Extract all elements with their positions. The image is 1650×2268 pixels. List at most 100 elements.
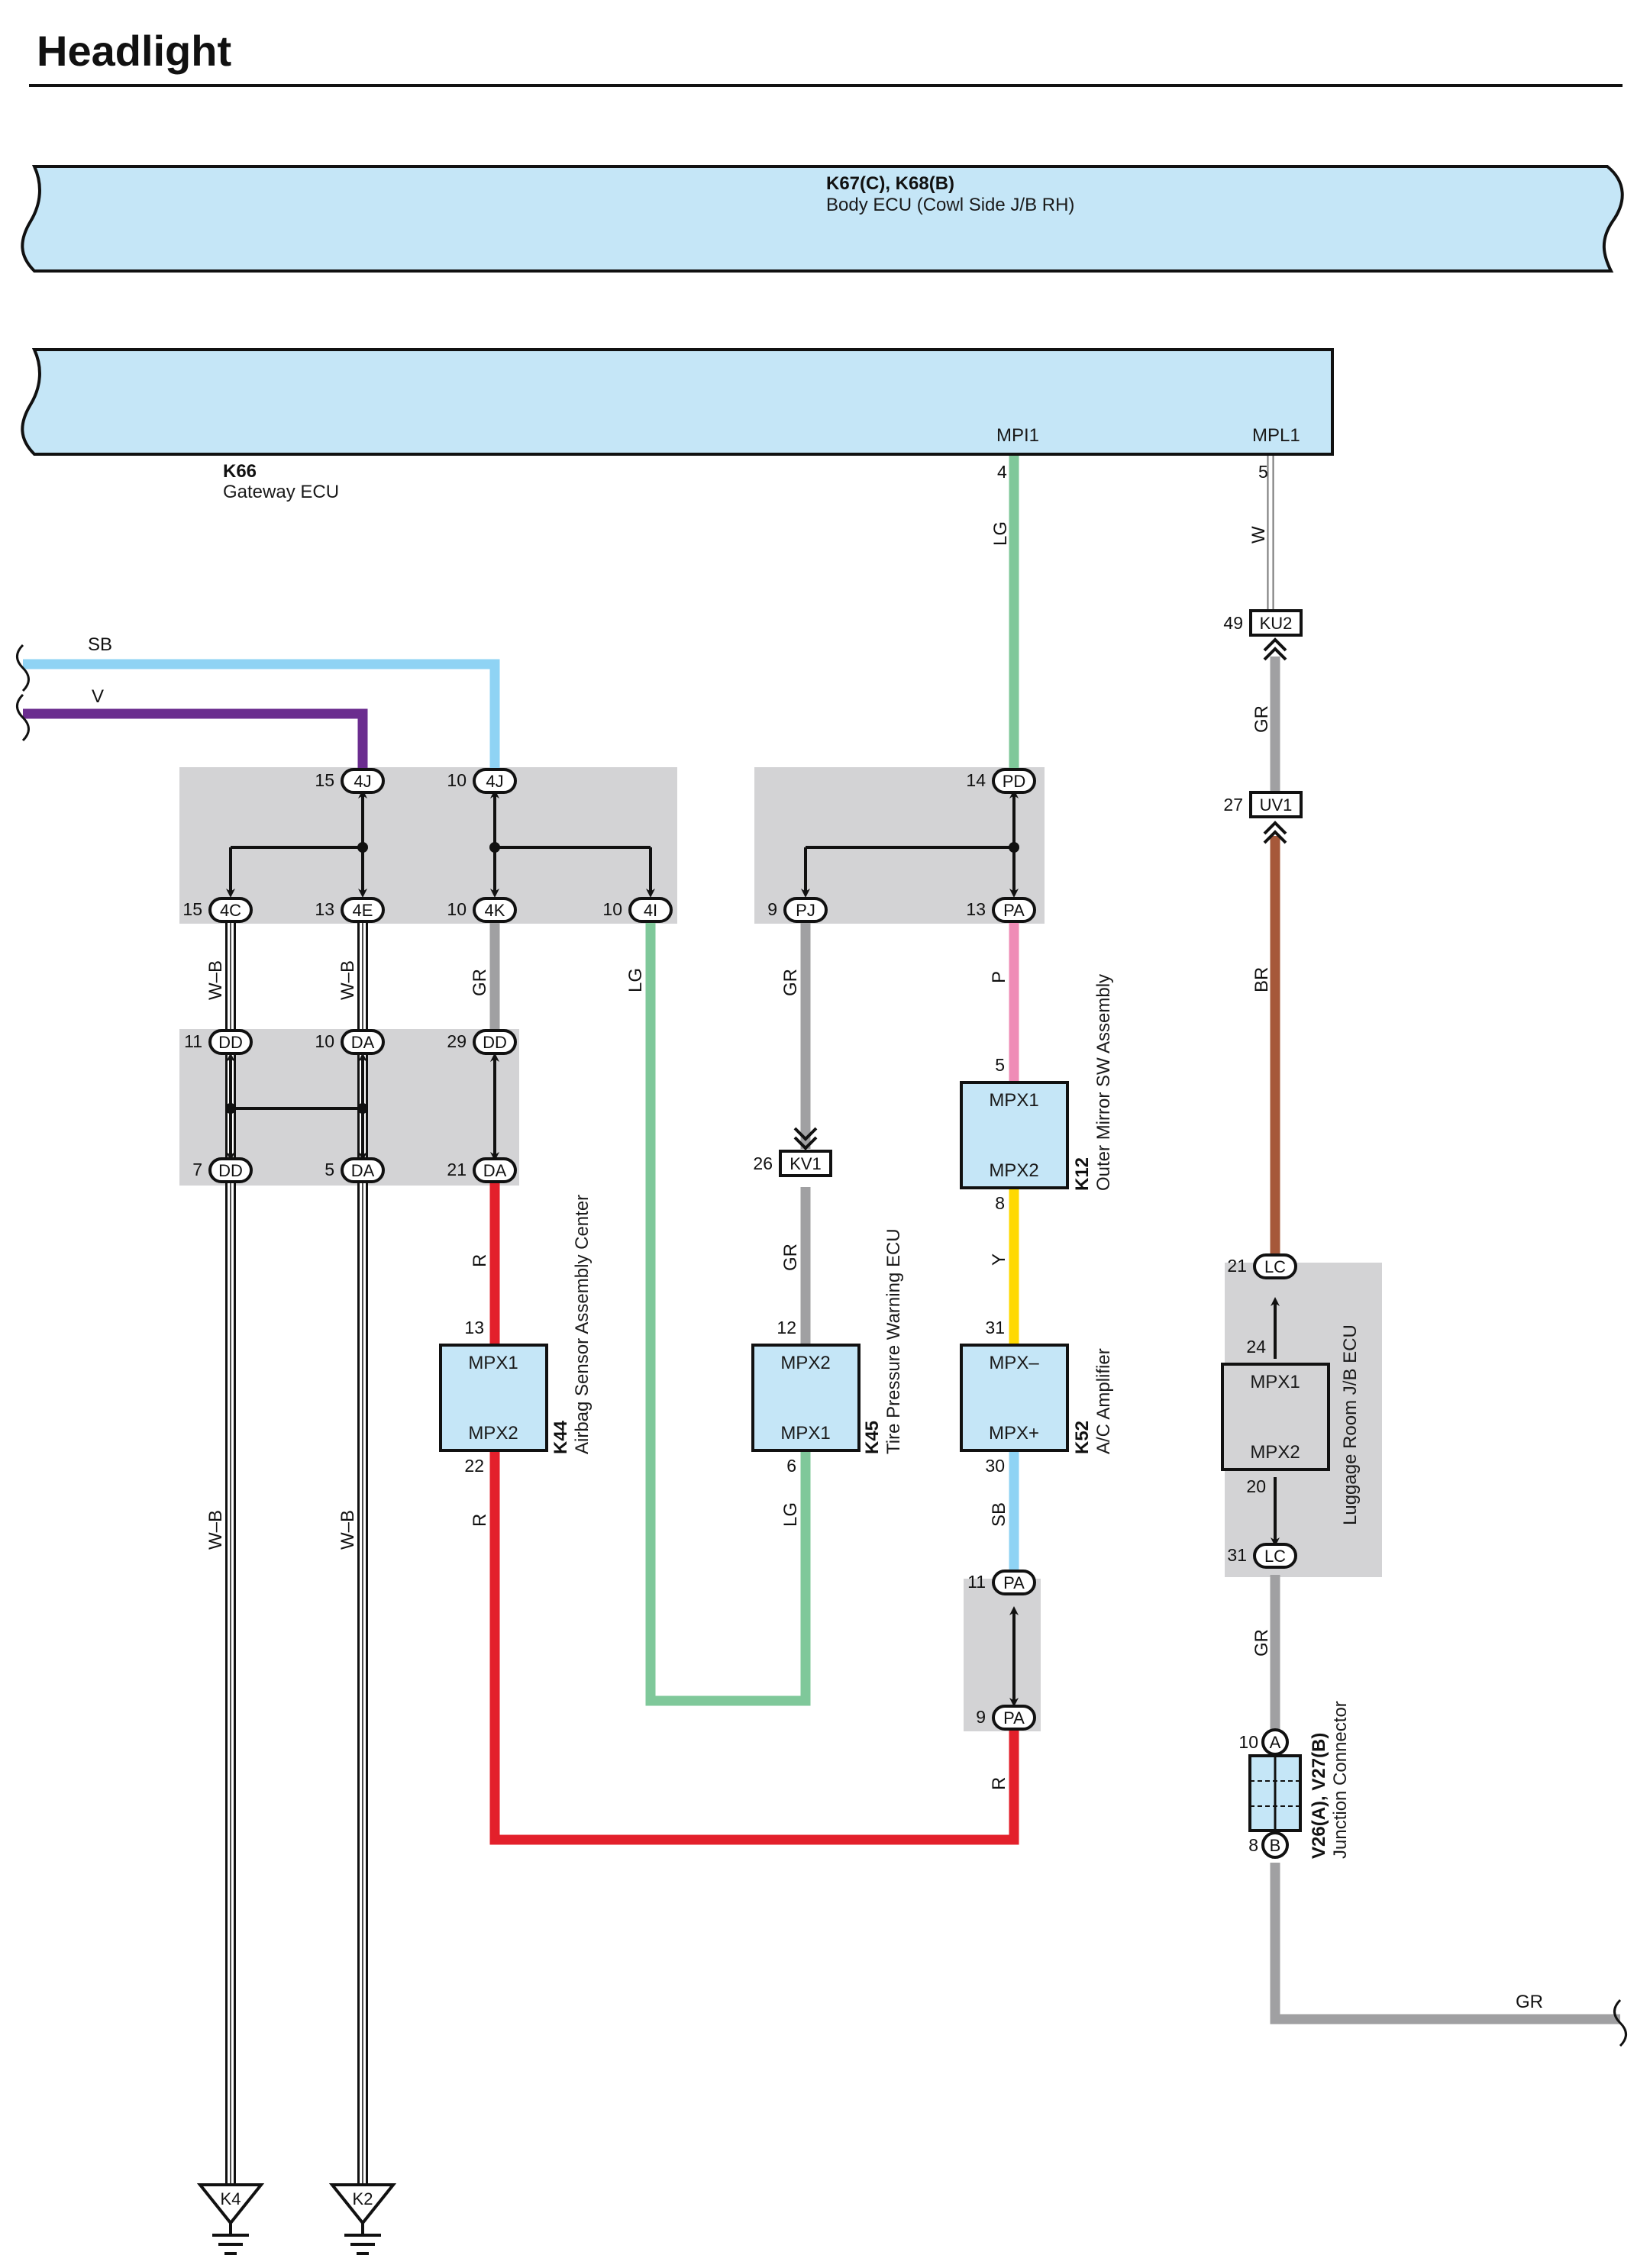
conn-pd: PD 14 <box>966 768 1036 794</box>
conn-da-2: DA 5 <box>325 1157 385 1183</box>
svg-text:GR: GR <box>780 1244 801 1271</box>
svg-text:15: 15 <box>315 770 334 790</box>
svg-text:14: 14 <box>966 770 986 790</box>
conn-4e: 4E 13 <box>315 897 385 923</box>
svg-text:R: R <box>989 1777 1009 1790</box>
gateway-pin-4: 4 <box>997 462 1007 482</box>
conn-pa-3: PA 9 <box>976 1705 1036 1731</box>
svg-text:6: 6 <box>786 1456 796 1476</box>
oval-connectors: 4J 15 4J 10 4C 15 4E 13 4K 10 4I 10 <box>182 768 1297 1731</box>
svg-text:22: 22 <box>464 1456 484 1476</box>
conn-4c: 4C 15 <box>182 897 253 923</box>
splice-block-1 <box>179 767 677 924</box>
conn-pa-2: PA 11 <box>967 1570 1036 1595</box>
svg-text:8: 8 <box>995 1193 1005 1213</box>
svg-text:LG: LG <box>780 1502 801 1527</box>
svg-text:K4: K4 <box>221 2189 241 2208</box>
svg-text:DA: DA <box>351 1033 375 1052</box>
svg-text:10: 10 <box>447 899 467 919</box>
svg-text:Luggage Room J/B ECU: Luggage Room J/B ECU <box>1340 1324 1361 1525</box>
splice-dots <box>225 842 1019 1114</box>
svg-text:K2: K2 <box>353 2189 373 2208</box>
svg-text:24: 24 <box>1246 1337 1266 1357</box>
svg-text:V26(A), V27(B): V26(A), V27(B) <box>1309 1733 1329 1859</box>
svg-text:DD: DD <box>218 1033 243 1052</box>
svg-text:Tire Pressure Warning ECU: Tire Pressure Warning ECU <box>883 1228 904 1454</box>
conn-da-3: DA 21 <box>447 1157 517 1183</box>
wire-labels: SB V LG W GR BR W–B W–B GR LG GR P W–B W… <box>88 521 1543 2012</box>
svg-text:31: 31 <box>985 1318 1005 1337</box>
svg-text:W–B: W–B <box>205 1510 226 1550</box>
conn-pa-top: PA 13 <box>966 897 1036 923</box>
svg-text:MPX1: MPX1 <box>989 1090 1038 1111</box>
break-gr-out <box>1613 1999 1627 2047</box>
component-k45: MPX2 MPX1 12 6 K45 Tire Pressure Warning… <box>751 1228 904 1476</box>
svg-text:9: 9 <box>976 1707 986 1727</box>
svg-text:K12: K12 <box>1072 1157 1093 1191</box>
ground-k2: K2 <box>328 2183 397 2255</box>
svg-text:DD: DD <box>483 1033 507 1052</box>
conn-kv1: KV1 26 <box>753 1150 832 1177</box>
svg-text:MPX–: MPX– <box>989 1353 1039 1373</box>
gateway-ecu: MPI1 MPL1 K66 Gateway ECU 4 5 <box>21 348 1334 502</box>
svg-text:15: 15 <box>182 899 202 919</box>
conn-uv1: UV1 27 <box>1223 791 1303 818</box>
svg-text:K45: K45 <box>862 1421 883 1454</box>
svg-text:9: 9 <box>767 899 777 919</box>
svg-text:MPX2: MPX2 <box>989 1160 1038 1181</box>
svg-text:31: 31 <box>1227 1545 1247 1565</box>
svg-text:10: 10 <box>315 1031 334 1051</box>
svg-text:Junction Connector: Junction Connector <box>1330 1701 1351 1859</box>
gateway-pin-mpi1: MPI1 <box>996 425 1039 446</box>
conn-4k: 4K 10 <box>447 897 517 923</box>
svg-text:A/C Amplifier: A/C Amplifier <box>1093 1348 1114 1454</box>
svg-text:K44: K44 <box>551 1420 571 1454</box>
svg-text:DD: DD <box>218 1161 243 1180</box>
svg-text:P: P <box>989 971 1009 983</box>
conn-4i: 4I 10 <box>602 897 673 923</box>
svg-text:13: 13 <box>966 899 986 919</box>
svg-text:12: 12 <box>777 1318 796 1337</box>
svg-text:7: 7 <box>192 1160 202 1179</box>
body-ecu: K67(C), K68(B) Body ECU (Cowl Side J/B R… <box>21 165 1624 273</box>
break-sb <box>16 644 30 692</box>
svg-text:MPX2: MPX2 <box>1250 1442 1300 1463</box>
gateway-ecu-name: Gateway ECU <box>223 482 339 502</box>
svg-text:PA: PA <box>1003 1708 1025 1728</box>
svg-text:V: V <box>92 686 104 707</box>
svg-text:Outer Mirror SW Assembly: Outer Mirror SW Assembly <box>1093 974 1114 1191</box>
svg-text:R: R <box>470 1254 490 1267</box>
svg-text:11: 11 <box>184 1031 202 1051</box>
svg-text:10: 10 <box>1238 1732 1258 1752</box>
svg-text:29: 29 <box>447 1031 467 1051</box>
svg-text:PD: PD <box>1003 772 1026 791</box>
wire-r-loop <box>489 1450 1019 1845</box>
conn-da-1: DA 10 <box>315 1029 385 1055</box>
svg-text:20: 20 <box>1246 1476 1266 1496</box>
wire-v-in <box>23 708 368 771</box>
component-k52: MPX– MPX+ 31 30 K52 A/C Amplifier <box>960 1318 1114 1476</box>
conn-dd-3: DD 7 <box>192 1157 253 1183</box>
conn-lc-1: LC 21 <box>1227 1253 1297 1279</box>
svg-text:W: W <box>1248 526 1269 544</box>
svg-text:GR: GR <box>470 969 490 996</box>
svg-text:4E: 4E <box>353 901 373 920</box>
body-ecu-name: Body ECU (Cowl Side J/B RH) <box>826 195 1074 215</box>
rect-connectors: KU2 49 UV1 27 KV1 26 <box>753 609 1303 1177</box>
svg-text:R: R <box>470 1514 490 1527</box>
svg-text:4J: 4J <box>486 772 503 791</box>
conn-pj: PJ 9 <box>767 897 828 923</box>
wire-gr-out <box>1270 1863 1620 2024</box>
svg-text:5: 5 <box>995 1055 1005 1075</box>
svg-text:MPX2: MPX2 <box>780 1353 830 1373</box>
svg-text:4K: 4K <box>485 901 505 920</box>
svg-text:21: 21 <box>447 1160 467 1179</box>
svg-text:GR: GR <box>780 969 801 996</box>
svg-text:26: 26 <box>753 1153 773 1173</box>
body-ecu-code: K67(C), K68(B) <box>826 173 954 194</box>
junction-connector: A 10 B 8 V26(A), V27(B) Junction Connect… <box>1238 1701 1351 1859</box>
svg-text:4C: 4C <box>220 901 241 920</box>
page-title: Headlight <box>37 27 231 75</box>
svg-text:W–B: W–B <box>205 960 226 1000</box>
